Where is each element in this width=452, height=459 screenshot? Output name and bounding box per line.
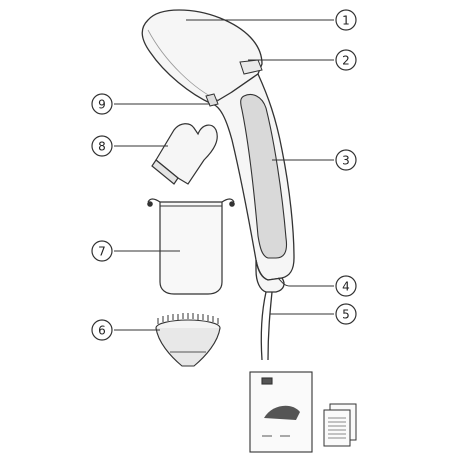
user-manual xyxy=(249,371,313,453)
leader-line-4 xyxy=(277,277,334,287)
callout-label-8: 8 xyxy=(98,140,106,154)
heat-glove xyxy=(151,123,218,185)
callout-label-7: 7 xyxy=(98,245,106,259)
callout-1: 1 xyxy=(335,9,357,31)
callout-4: 4 xyxy=(335,275,357,297)
leader-lines xyxy=(114,19,334,331)
callout-label-6: 6 xyxy=(98,324,106,338)
callout-6: 6 xyxy=(91,319,113,341)
callout-7: 7 xyxy=(91,240,113,262)
side-clip xyxy=(205,93,219,107)
callout-label-3: 3 xyxy=(342,154,350,168)
callout-label-2: 2 xyxy=(342,54,350,68)
callout-label-9: 9 xyxy=(98,98,106,112)
quick-start-leaflets xyxy=(323,403,357,447)
storage-pouch xyxy=(147,198,235,295)
power-cord xyxy=(260,291,267,361)
callout-label-5: 5 xyxy=(342,308,350,322)
callout-3: 3 xyxy=(335,149,357,171)
callout-5: 5 xyxy=(335,303,357,325)
callout-9: 9 xyxy=(91,93,113,115)
callout-label-1: 1 xyxy=(342,14,350,28)
callout-label-4: 4 xyxy=(342,280,350,294)
callout-8: 8 xyxy=(91,135,113,157)
callout-2: 2 xyxy=(335,49,357,71)
brush-attachment xyxy=(155,313,221,367)
power-cord-outline xyxy=(267,291,273,361)
steam-button xyxy=(239,59,263,75)
water-tank-panel xyxy=(240,93,288,259)
